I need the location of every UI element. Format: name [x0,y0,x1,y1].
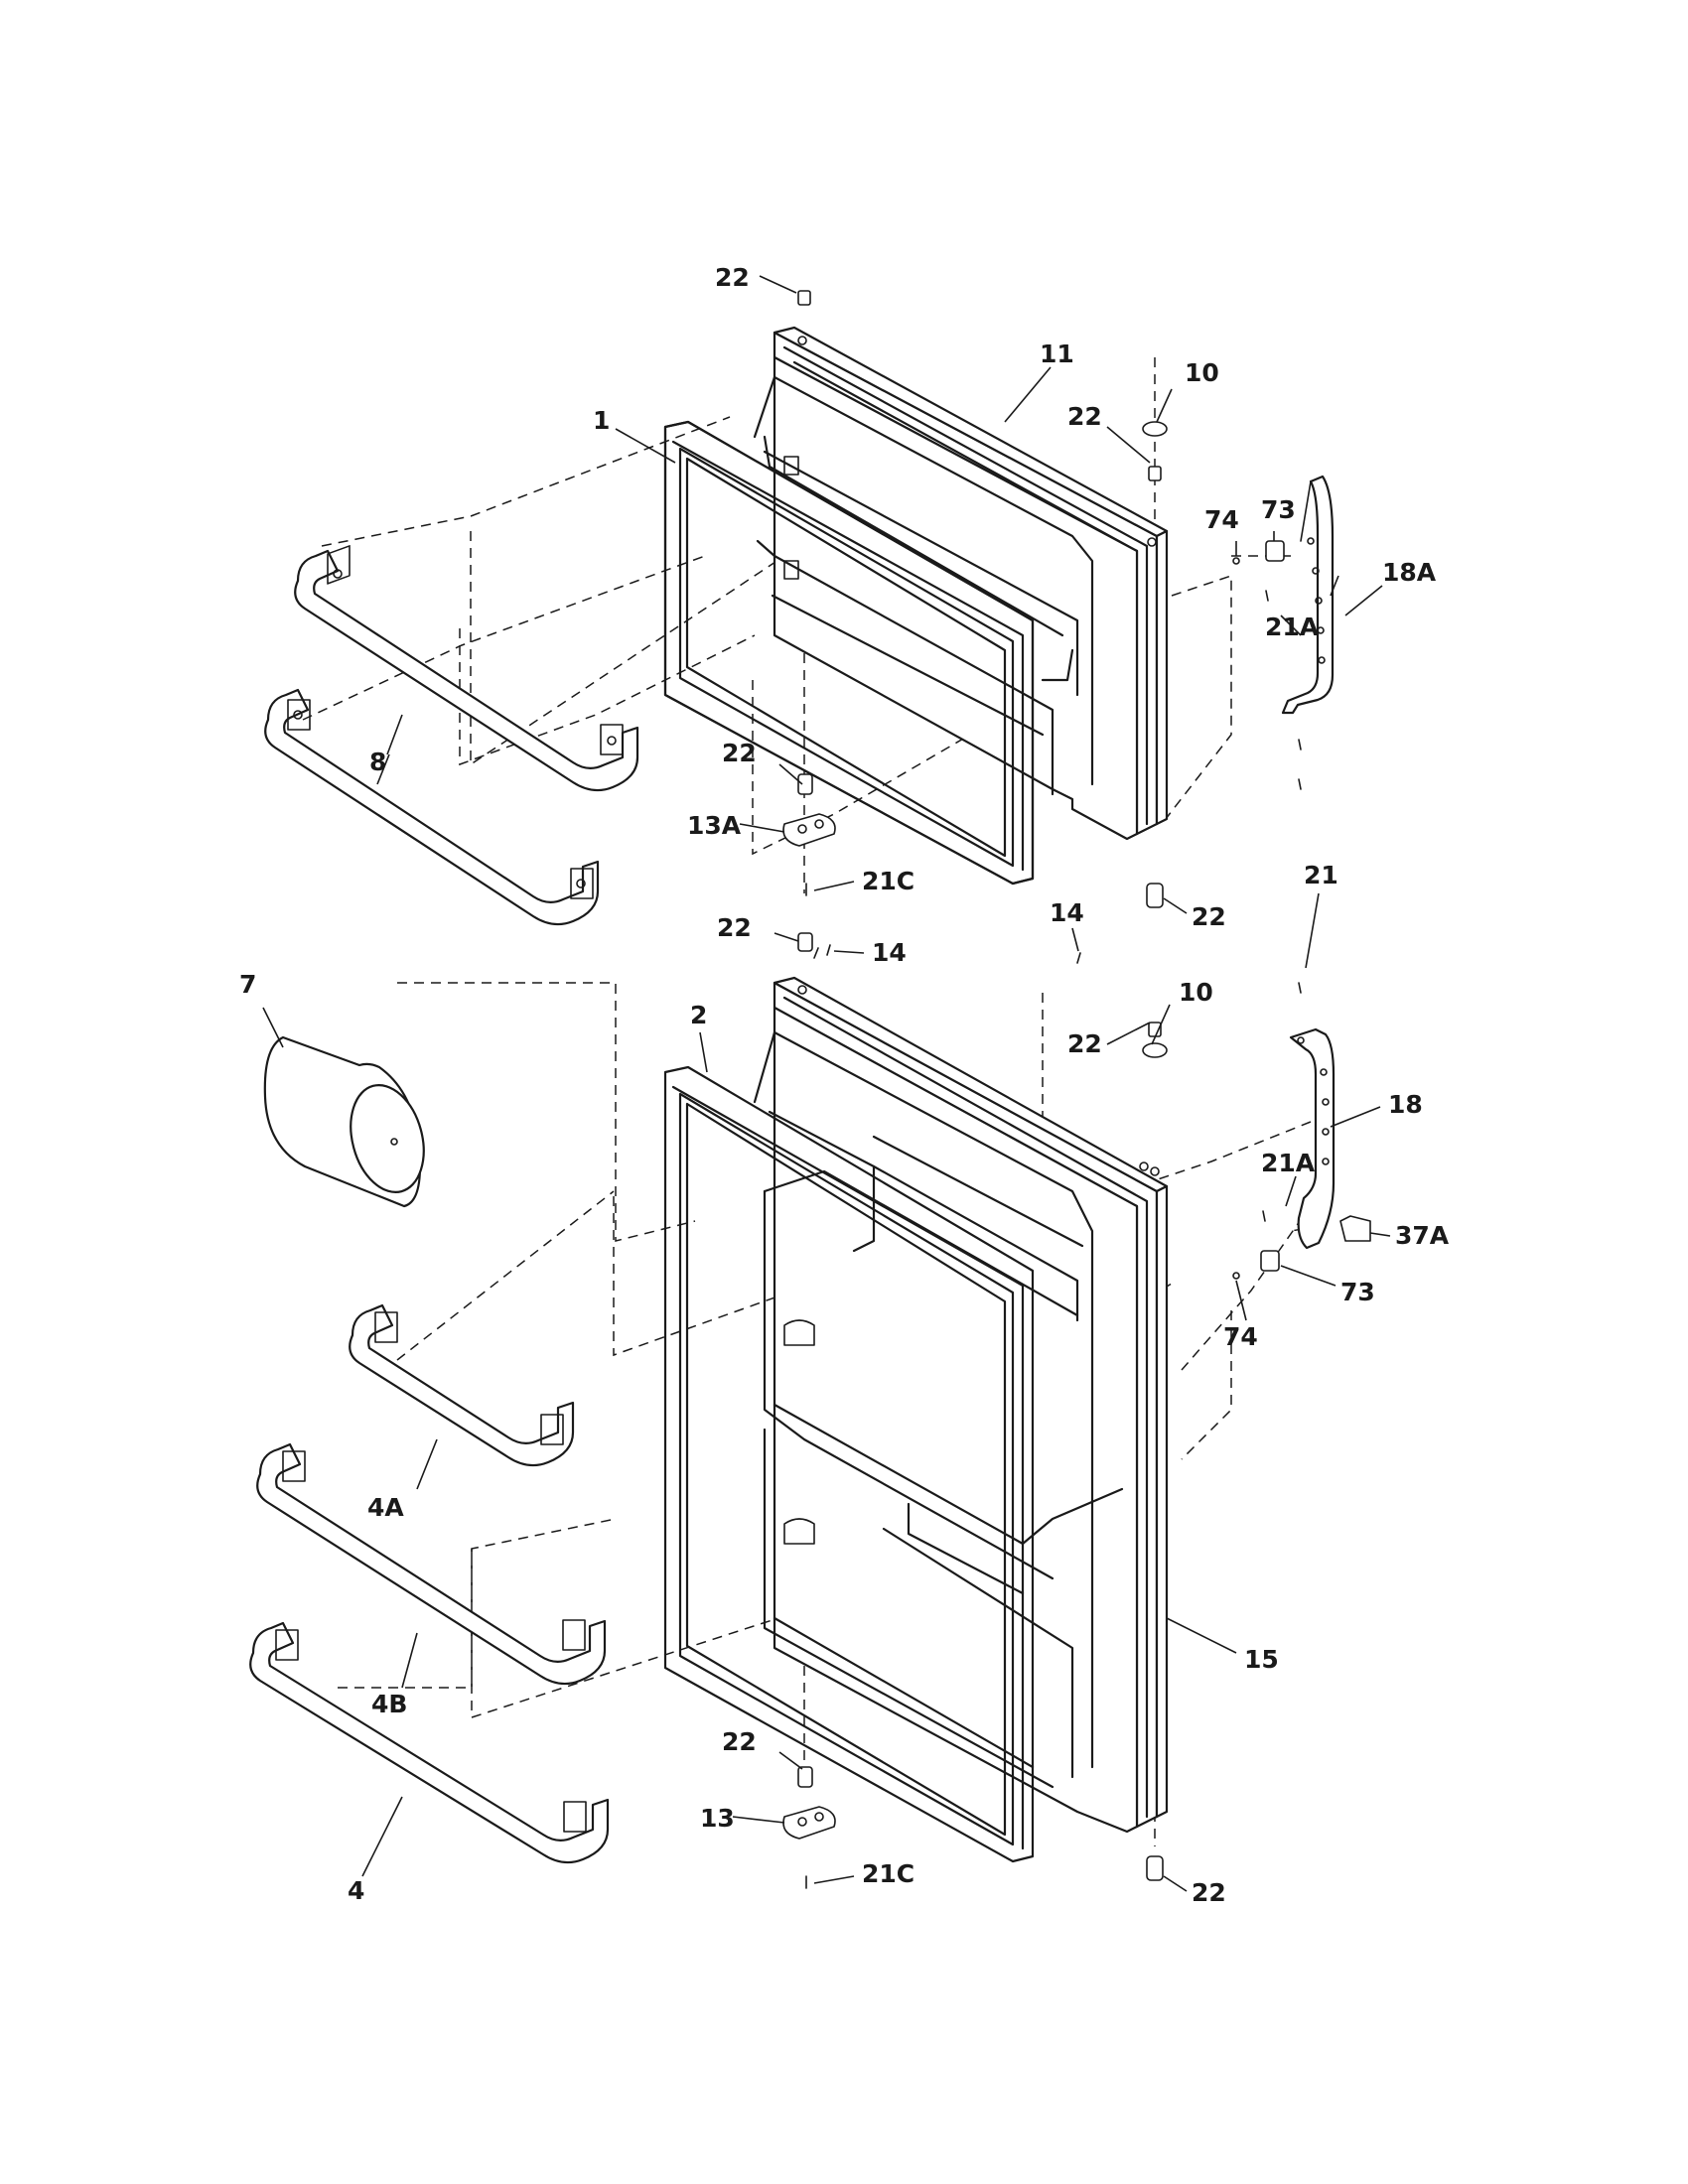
fresh-food-door-gasket [663,1065,1035,1863]
callout-22: 22 [715,263,750,292]
callout-13: 13 [700,1804,735,1833]
fresh-food-door-liner [753,1006,1139,1834]
callout-21: 21 [1304,861,1338,889]
callout-21C: 21C [862,1859,914,1888]
callout-labels: 22 11 10 22 1 73 74 18A 21A 8 22 13A 21C… [239,263,1450,1907]
bin-4 [249,1621,610,1864]
callout-73: 73 [1261,495,1296,524]
callout-10: 10 [1179,978,1213,1007]
bin-4A [349,1303,575,1467]
callout-2: 2 [690,1001,707,1029]
freezer-door-gasket [663,420,1035,886]
callout-18: 18 [1388,1090,1423,1119]
callout-10: 10 [1185,358,1219,387]
callout-18A: 18A [1382,558,1437,587]
callout-73: 73 [1340,1278,1375,1306]
callout-14: 14 [872,938,907,967]
callout-4A: 4A [367,1493,404,1522]
callout-22: 22 [717,913,752,942]
callout-22: 22 [1067,402,1102,431]
callout-8: 8 [369,748,386,776]
shelf-8-upper [294,545,639,792]
callout-4: 4 [348,1876,364,1905]
bin-4B [256,1442,607,1686]
callout-21C: 21C [862,867,914,895]
callout-13A: 13A [687,811,742,840]
callout-22: 22 [722,1727,757,1756]
callout-22: 22 [722,739,757,767]
callout-74: 74 [1204,505,1239,534]
callout-37A: 37A [1395,1221,1450,1250]
callout-22: 22 [1067,1029,1102,1058]
leader-lines [262,275,1391,1892]
dairy-cover-7 [263,1035,425,1208]
fresh-food-handle-18 [1289,1027,1336,1250]
callout-22: 22 [1192,1878,1226,1907]
callout-74: 74 [1223,1322,1258,1351]
callout-14: 14 [1050,898,1084,927]
callout-4B: 4B [371,1690,407,1718]
callout-1: 1 [593,406,610,435]
callout-21A: 21A [1265,613,1320,641]
freezer-handle-18A [1281,475,1335,715]
callout-7: 7 [239,970,256,999]
callout-15: 15 [1244,1645,1279,1674]
callout-11: 11 [1040,340,1074,368]
callout-21A: 21A [1261,1149,1316,1177]
callout-22: 22 [1192,902,1226,931]
hardware-parts [782,290,1371,1889]
shelf-8-lower [264,688,600,926]
